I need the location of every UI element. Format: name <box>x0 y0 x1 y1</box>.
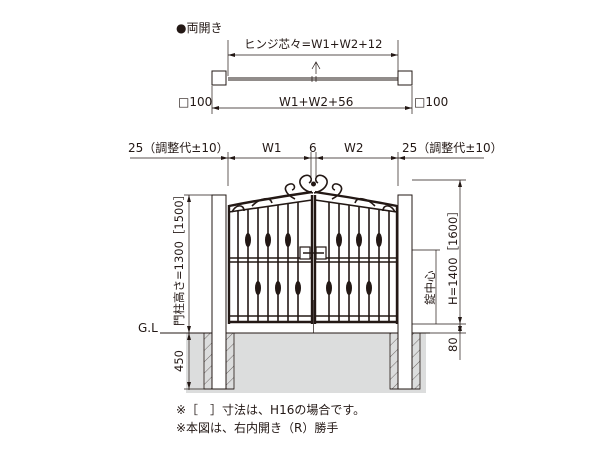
lock-height-dimension: H=1400［1600］ <box>446 205 460 305</box>
lock-center-label: 錠中心 <box>423 270 437 305</box>
post-size-right: □100 <box>414 95 448 109</box>
width-dimension-lines <box>130 152 484 186</box>
adjustment-left-label: 25（調整代±10） <box>128 140 229 155</box>
leaf-gap-value: 6 <box>309 141 317 155</box>
adjustment-right-label: 25（調整代±10） <box>402 140 503 155</box>
ground-level-label: G.L <box>138 321 158 335</box>
leaf-width-w2: W2 <box>344 141 364 155</box>
hinge-center-dimension: ヒンジ芯々=W1+W2+12 <box>244 37 382 51</box>
post-height-dimension: 門柱高さ=1300［1500］ <box>172 189 186 326</box>
embed-depth-dimension: 450 <box>172 350 186 372</box>
leaf-width-w1: W1 <box>262 141 282 155</box>
top-view-plan <box>211 40 413 114</box>
overall-width-dimension: W1+W2+56 <box>279 95 353 109</box>
left-vertical-dimensions <box>184 194 214 390</box>
note-line-1: ※［ ］寸法は、H16の場合です。 <box>176 402 365 417</box>
note-line-2: ※本図は、右内開き（R）勝手 <box>176 420 338 435</box>
right-vertical-dimensions <box>412 179 466 360</box>
section-heading: ●両開き <box>176 21 222 35</box>
post-right <box>389 194 421 390</box>
post-size-left: □100 <box>178 95 212 109</box>
ground-gap-dimension: 80 <box>446 337 460 352</box>
post-left <box>203 194 235 390</box>
gate-leaves <box>227 174 399 333</box>
